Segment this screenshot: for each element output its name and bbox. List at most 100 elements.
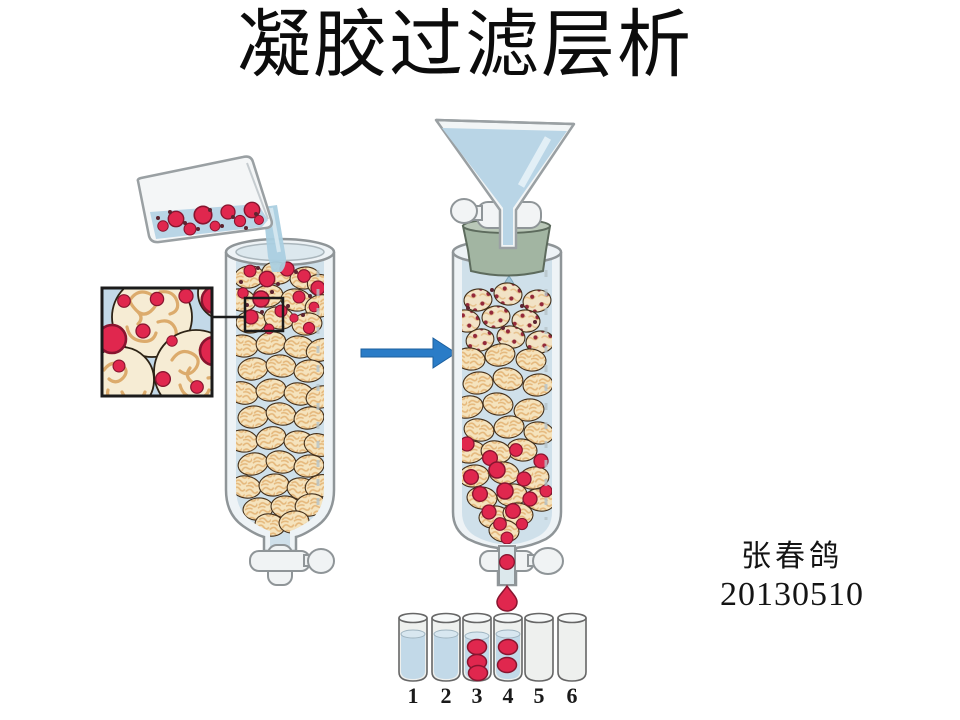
small-molecule [239,280,243,284]
large-molecule [302,321,316,335]
large-molecule [263,323,275,335]
large-molecule [198,335,212,367]
large-molecule [515,517,529,531]
small-molecule [308,294,312,298]
sample-beaker [136,155,286,272]
small-molecule [156,216,160,220]
tube-label: 1 [408,683,419,708]
large-molecule [471,485,489,503]
large-molecule [522,491,538,507]
large-molecule [488,461,506,479]
tube-label: 5 [534,683,545,708]
tube-label: 6 [567,683,578,708]
gel-bead-layer [236,259,324,539]
author-credit: 张春鸽 20130510 [696,540,888,614]
right-column [451,238,564,612]
small-molecule-in-bead [166,335,178,347]
large-molecule [297,269,311,283]
flow-arrow [360,337,457,369]
right-column-contents [462,270,552,544]
small-molecule-in-bead [117,294,131,308]
large-molecule [292,290,306,304]
liquid-surface [400,629,426,639]
beaker-rim-lip [246,162,269,220]
pour-stream-highlight [269,207,281,253]
small-molecule-in-bead [135,323,151,339]
large-molecule [497,638,519,656]
tube-mouth [398,612,428,624]
small-molecule [256,266,260,270]
small-molecule [231,215,235,219]
large-molecule [183,222,197,236]
large-molecule [274,304,288,318]
tube-mouth [431,612,461,624]
credit-date: 20130510 [720,575,864,613]
magnified-inset [100,286,285,398]
large-molecule [509,443,523,457]
small-molecule-in-bead [190,380,204,394]
stopcock-knob [307,548,335,574]
rubber-stopper-body [461,225,552,277]
small-molecule [220,224,224,228]
left-column [224,237,336,586]
inset-border [100,286,214,398]
large-molecule [516,471,532,487]
small-molecule [276,282,280,286]
small-molecule [301,313,305,317]
large-molecule [209,220,221,232]
small-molecule [168,210,172,214]
large-molecule [500,531,514,544]
tube-mouth [557,612,587,624]
tube-liquid [434,634,458,679]
small-molecule [196,227,200,231]
stopcock-arms [249,550,311,572]
author-name: 张春鸽 [741,540,843,573]
large-molecule [258,270,276,288]
large-molecule [496,656,518,674]
large-molecule [254,215,264,225]
small-molecule [183,221,187,225]
tube-mouth [493,612,523,624]
small-molecule [466,306,470,310]
small-molecule [260,310,264,314]
large-molecule [157,220,169,232]
bead-pore-matrix [125,290,180,343]
liquid-surface [433,629,459,639]
small-molecule [533,320,537,324]
large-molecule [200,288,212,315]
small-molecule [294,270,298,274]
small-molecule-in-bead [149,291,165,307]
large-molecule-in-outlet [498,553,516,571]
large-molecule [539,484,552,498]
small-molecule [501,326,505,330]
funnel-rim [435,118,575,126]
small-molecule-in-bead [178,288,194,304]
small-molecule-in-bead [112,359,126,373]
large-molecule [462,436,475,452]
tube-label: 4 [503,683,514,708]
funnel-assembly [434,118,576,277]
small-molecule [254,212,258,216]
liquid-surface [495,629,521,639]
small-molecule [208,208,212,212]
tube-liquid [401,634,425,679]
collection-tube-2: 2 [431,612,461,708]
collection-tube-4: 4 [493,612,523,708]
tube-label: 2 [441,683,452,708]
slide-title: 凝胶过滤层析 [237,5,693,87]
tube-label: 3 [472,683,483,708]
large-molecule [504,502,522,520]
funnel-fitting-knob [450,198,478,224]
small-molecule [270,290,274,294]
large-molecule [237,287,249,299]
collection-tube-5: 5 [524,612,554,708]
right-stopcock [479,545,564,586]
large-molecule [243,264,257,278]
small-molecule [490,288,494,292]
left-stopcock [249,544,335,586]
stopcock-knob [532,547,564,575]
inset-source-region [243,296,285,333]
collection-tube-6: 6 [557,612,587,708]
